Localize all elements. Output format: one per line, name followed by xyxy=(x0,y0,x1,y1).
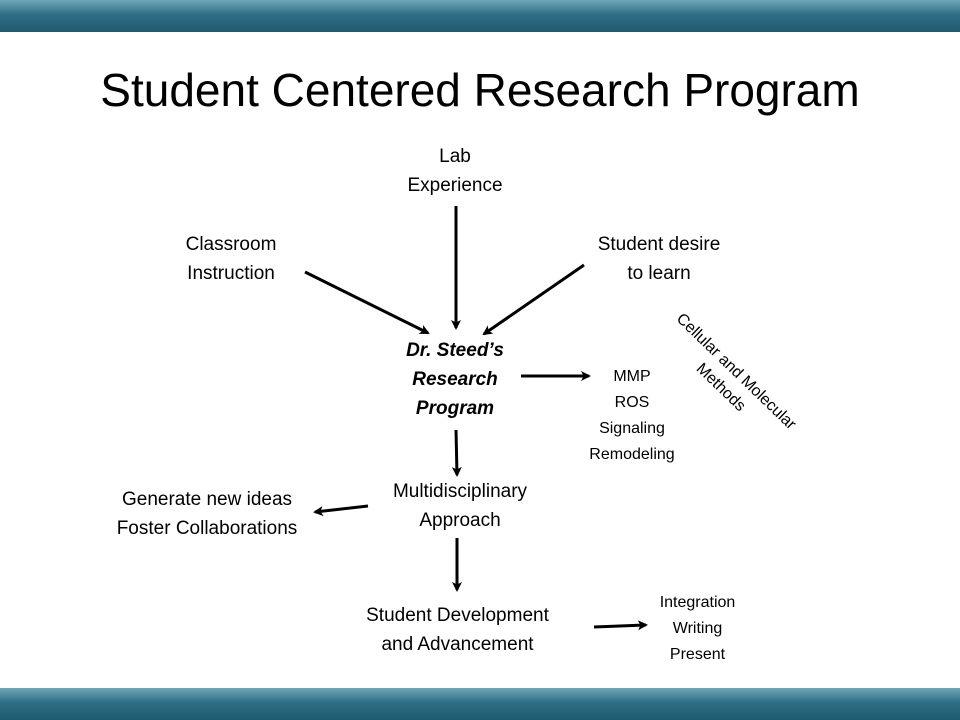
arrow-classroom-to-program xyxy=(304,270,430,335)
arrow-development-to-skills xyxy=(593,620,648,631)
arrow-multi-to-ideas xyxy=(313,504,369,517)
page-title: Student Centered Research Program xyxy=(100,64,860,116)
bottom-banner xyxy=(0,688,960,720)
top-banner xyxy=(0,0,960,32)
arrow-program-to-multi xyxy=(451,429,462,477)
arrow-desire-to-program xyxy=(482,263,585,336)
